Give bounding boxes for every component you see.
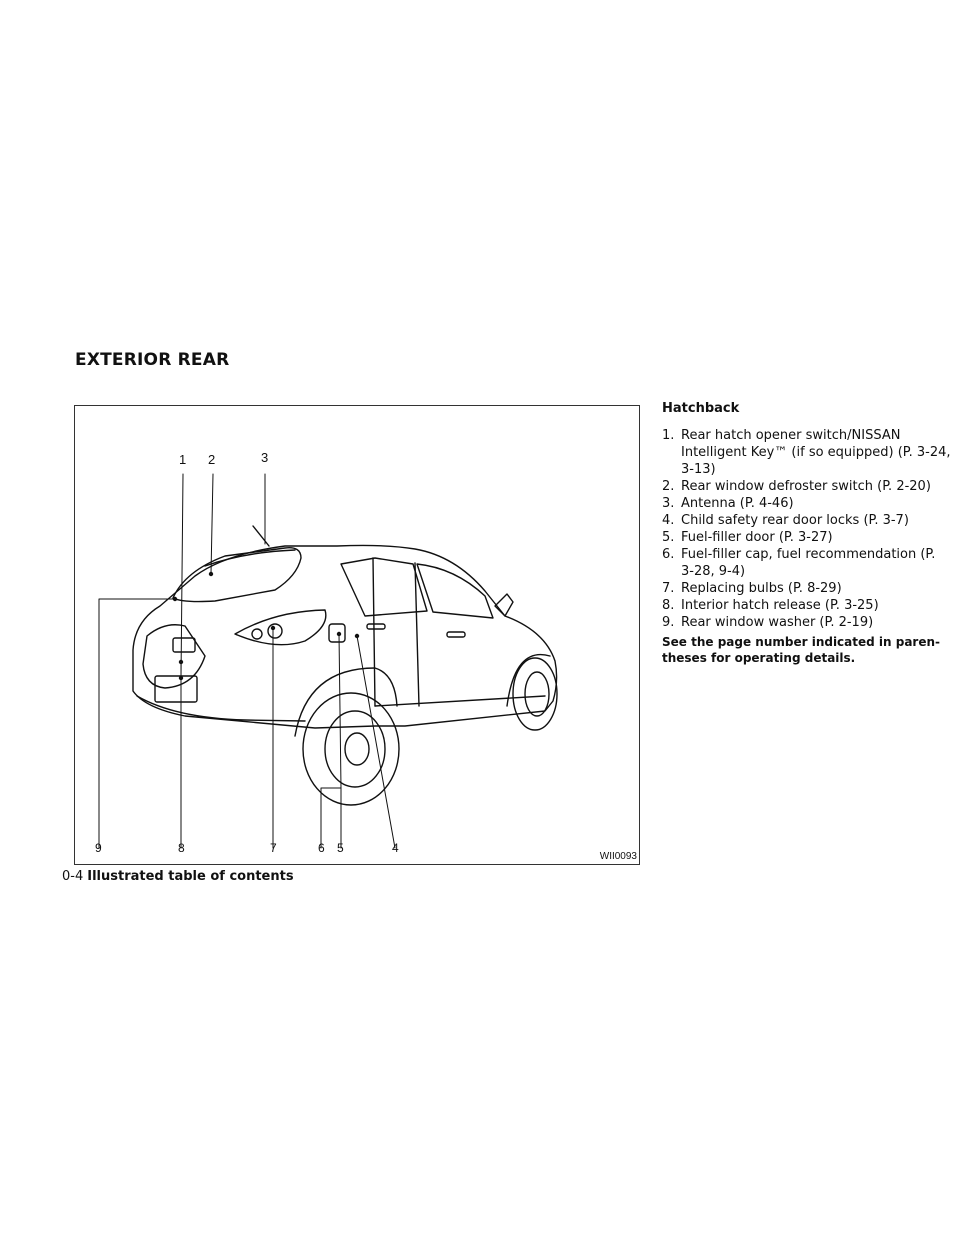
legend-item: 4. Child safety rear door locks (P. 3-7): [662, 512, 952, 529]
legend-item-number: 4.: [662, 513, 675, 528]
rear-exterior-figure: 1 2 3 9 8 7 6 5 4 WII0093: [74, 405, 640, 865]
legend-item-number: 7.: [662, 581, 675, 596]
legend-item-number: 1.: [662, 428, 675, 443]
antenna: [252, 525, 270, 547]
legend-item: 2. Rear window defroster switch (P. 2-20): [662, 478, 952, 495]
legend-item-number: 9.: [662, 615, 675, 630]
legend-item-number: 8.: [662, 598, 675, 613]
legend-item-number: 2.: [662, 479, 675, 494]
callout-1: 1: [179, 452, 187, 467]
callout-5: 5: [337, 841, 344, 855]
callout-3: 3: [261, 450, 269, 465]
side-window-front: [416, 563, 494, 619]
legend-item-text: Rear window defroster switch (P. 2-20): [681, 479, 931, 494]
legend-item-text: Fuel-filler cap, fuel recommendation (P.…: [681, 547, 936, 579]
tail-lamp: [234, 609, 327, 646]
section-title: EXTERIOR REAR: [75, 350, 230, 370]
rear-wheel: [302, 692, 400, 806]
legend-column: Hatchback 1. Rear hatch opener switch/NIS…: [662, 400, 952, 678]
legend-list: 1. Rear hatch opener switch/NISSAN Intell…: [662, 427, 952, 631]
callout-9: 9: [95, 841, 102, 855]
legend-item-text: Replacing bulbs (P. 8-29): [681, 581, 842, 596]
chapter-title: Illustrated table of contents: [87, 869, 294, 884]
fuel-filler-door: [328, 623, 346, 643]
car-body-outline: [132, 544, 558, 729]
rear-bumper: [136, 695, 306, 722]
legend-item: 5. Fuel-filler door (P. 3-27): [662, 529, 952, 546]
legend-item: 9. Rear window washer (P. 2-19): [662, 614, 952, 631]
legend-item-number: 5.: [662, 530, 675, 545]
callout-8: 8: [178, 841, 185, 855]
legend-item: 1. Rear hatch opener switch/NISSAN Intell…: [662, 427, 952, 478]
legend-item-text: Antenna (P. 4-46): [681, 496, 794, 511]
figure-id: WII0093: [599, 851, 637, 862]
callout-4: 4: [392, 841, 399, 855]
legend-item-text: Rear hatch opener switch/NISSAN Intellig…: [681, 428, 951, 477]
legend-item: 3. Antenna (P. 4-46): [662, 495, 952, 512]
operating-details-note: See the page number indicated in paren- …: [662, 635, 941, 665]
legend-heading: Hatchback: [662, 401, 740, 416]
side-mirror: [494, 593, 514, 617]
callout-2: 2: [208, 452, 216, 467]
page-number: 0-4: [62, 869, 84, 884]
side-window-rear: [340, 557, 428, 617]
legend-item-text: Rear window washer (P. 2-19): [681, 615, 874, 630]
front-wheel: [512, 657, 558, 731]
callout-6: 6: [318, 841, 325, 855]
car-illustration: [98, 473, 558, 849]
legend-item: 7. Replacing bulbs (P. 8-29): [662, 580, 952, 597]
license-plate: [154, 675, 198, 703]
legend-item-text: Fuel-filler door (P. 3-27): [681, 530, 833, 545]
rear-window: [172, 547, 302, 603]
legend-item-text: Child safety rear door locks (P. 3-7): [681, 513, 909, 528]
legend-item-text: Interior hatch release (P. 3-25): [681, 598, 879, 613]
legend-item-number: 6.: [662, 547, 675, 562]
legend-item-number: 3.: [662, 496, 675, 511]
legend-item: 8. Interior hatch release (P. 3-25): [662, 597, 952, 614]
callout-7: 7: [270, 841, 277, 855]
legend-item: 6. Fuel-filler cap, fuel recommendation (…: [662, 546, 952, 580]
